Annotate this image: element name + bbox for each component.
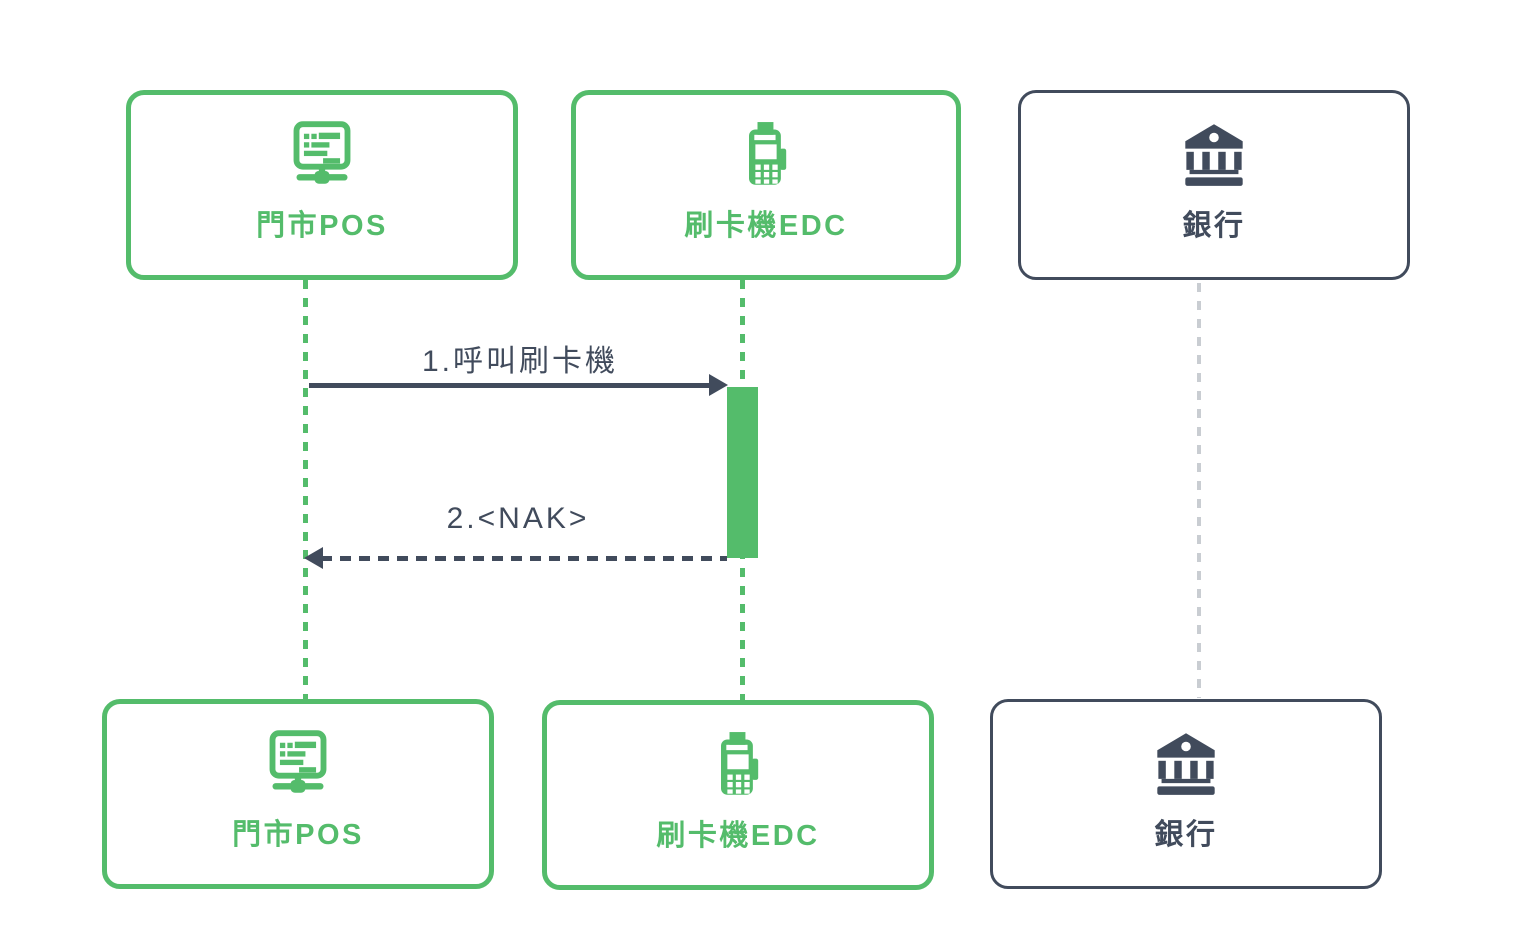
lifeline-pos	[303, 280, 308, 700]
message-2-arrowhead-icon	[304, 547, 323, 569]
actor-box-bank-top: 銀行	[1018, 90, 1410, 280]
message-1-line	[309, 383, 711, 388]
actor-box-edc-top: 刷卡機EDC	[571, 90, 961, 280]
actor-box-edc-bottom: 刷卡機EDC	[542, 700, 934, 890]
message-2-line	[321, 556, 727, 561]
actor-box-bank-bottom: 銀行	[990, 699, 1382, 889]
card-reader-icon	[732, 121, 800, 189]
actor-box-pos-bottom: 門市POS	[102, 699, 494, 889]
message-2-label: 2.<NAK>	[446, 502, 590, 535]
card-reader-icon	[704, 731, 772, 799]
actor-label-edc: 刷卡機EDC	[684, 209, 848, 242]
actor-label-pos: 門市POS	[256, 209, 388, 242]
pos-terminal-icon	[288, 120, 356, 189]
bank-icon	[1180, 121, 1248, 189]
actor-label-pos: 門市POS	[232, 818, 364, 851]
message-1-label: 1.呼叫刷卡機	[421, 345, 619, 378]
actor-label-edc: 刷卡機EDC	[656, 819, 820, 852]
bank-icon	[1152, 730, 1220, 798]
actor-label-bank: 銀行	[1154, 818, 1218, 851]
message-1-arrowhead-icon	[709, 374, 728, 396]
activation-bar-edc	[727, 387, 758, 558]
lifeline-bank	[1197, 283, 1201, 698]
actor-label-bank: 銀行	[1182, 209, 1246, 242]
actor-box-pos-top: 門市POS	[126, 90, 518, 280]
pos-terminal-icon	[264, 729, 332, 798]
